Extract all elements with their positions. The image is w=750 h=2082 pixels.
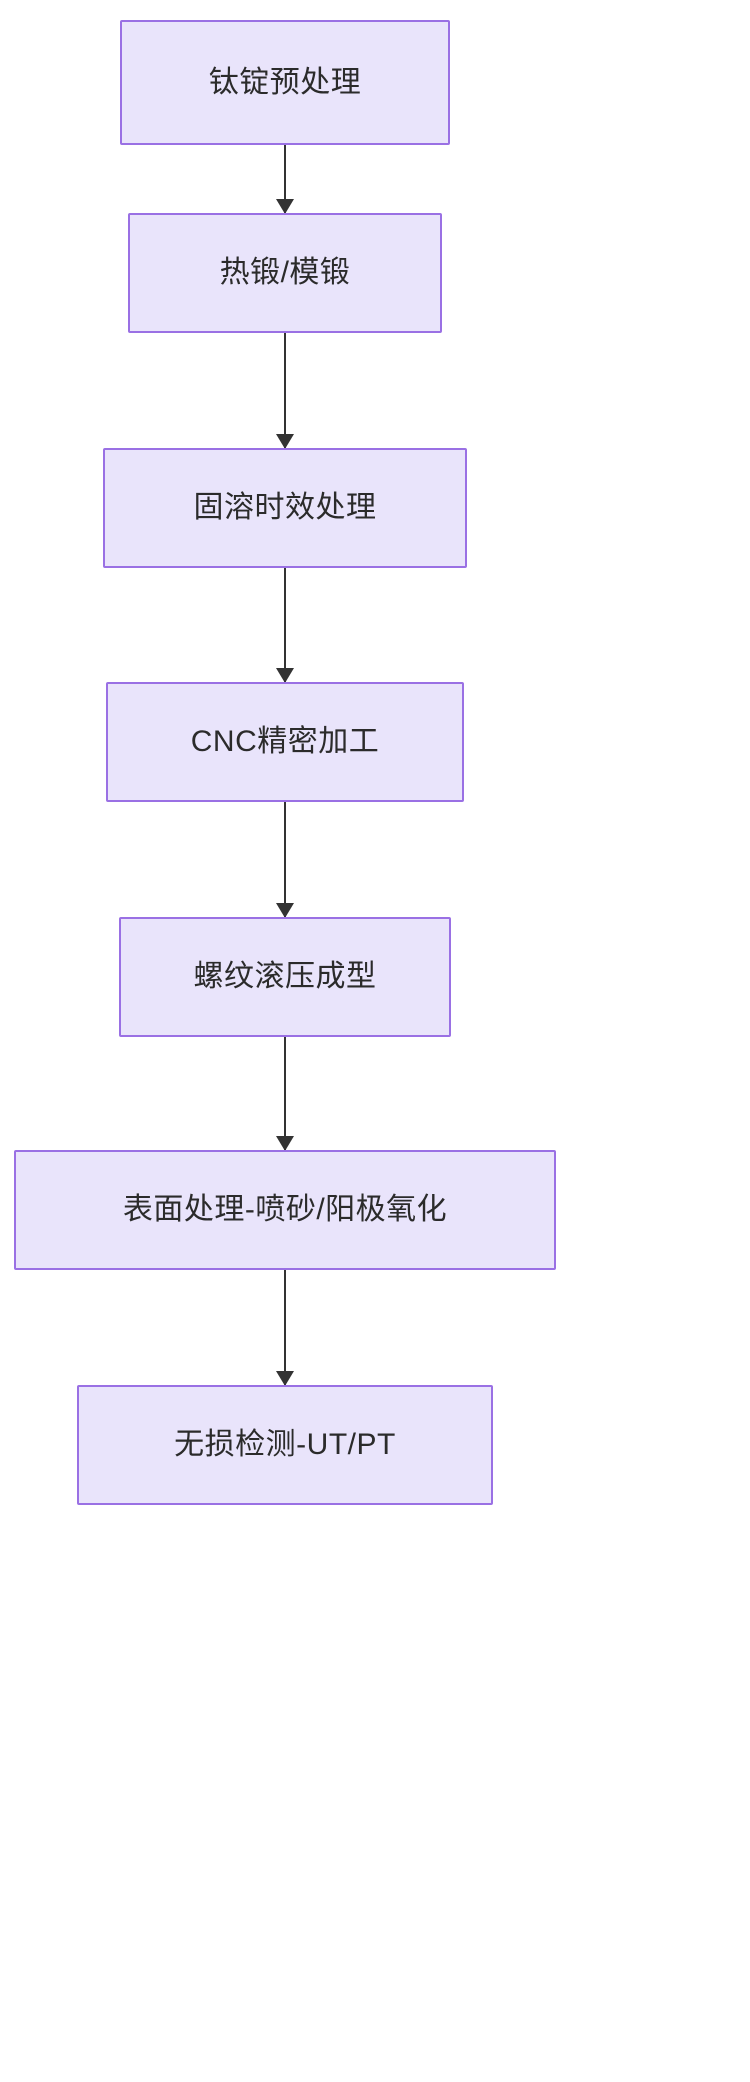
flow-node-label: 无损检测-UT/PT	[174, 1428, 396, 1461]
flow-node-label: 钛锭预处理	[208, 65, 362, 99]
arrow-down-icon	[276, 903, 294, 918]
flow-node-label: 固溶时效处理	[193, 491, 377, 524]
flow-edge-n4-n5	[276, 802, 294, 918]
flow-node-label: 螺纹滚压成型	[193, 960, 377, 993]
flow-node-label: 表面处理-喷砂/阳极氧化	[122, 1193, 448, 1226]
flow-node-titanium-ingot-pretreatment[interactable]: 钛锭预处理	[120, 20, 450, 145]
flow-node-label: CNC精密加工	[190, 725, 380, 758]
flow-node-nondestructive-testing-ut-pt[interactable]: 无损检测-UT/PT	[77, 1385, 493, 1505]
edge-shaft	[284, 333, 286, 448]
flow-edge-n1-n2	[276, 145, 294, 214]
flow-node-thread-rolling-forming[interactable]: 螺纹滚压成型	[119, 917, 451, 1037]
edge-shaft	[284, 568, 286, 682]
flow-edge-n5-n6	[276, 1037, 294, 1151]
flow-node-hot-forging-die-forging[interactable]: 热锻/模锻	[128, 213, 442, 333]
flow-node-surface-treatment-sandblasting-anodizing[interactable]: 表面处理-喷砂/阳极氧化	[14, 1150, 556, 1270]
edge-shaft	[284, 145, 286, 213]
arrow-down-icon	[276, 1371, 294, 1386]
flow-node-label: 热锻/模锻	[219, 256, 351, 289]
arrow-down-icon	[276, 1136, 294, 1151]
arrow-down-icon	[276, 434, 294, 449]
edge-shaft	[284, 1270, 286, 1385]
flow-edge-n2-n3	[276, 333, 294, 449]
flow-edge-n6-n7	[276, 1270, 294, 1386]
flow-node-solution-aging-treatment[interactable]: 固溶时效处理	[103, 448, 467, 568]
flow-edge-n3-n4	[276, 568, 294, 683]
edge-shaft	[284, 1037, 286, 1150]
arrow-down-icon	[276, 668, 294, 683]
flow-node-cnc-precision-machining[interactable]: CNC精密加工	[106, 682, 464, 802]
arrow-down-icon	[276, 199, 294, 214]
edge-shaft	[284, 802, 286, 917]
